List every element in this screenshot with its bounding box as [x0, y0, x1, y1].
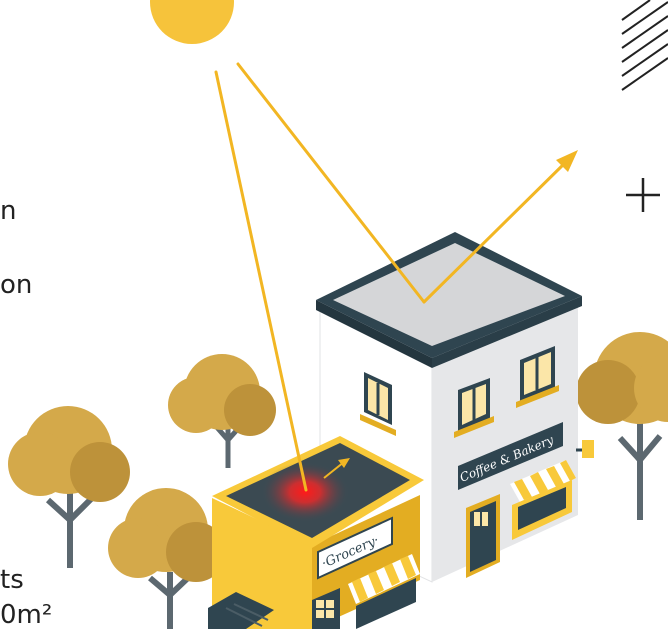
sun-icon — [150, 0, 234, 44]
text-fragment-4: 0m² — [0, 602, 52, 628]
text-fragment-3: ts — [0, 567, 24, 593]
heat-hotspot — [261, 462, 349, 522]
plus-icon — [626, 178, 660, 212]
hatch-lines-icon — [622, 0, 668, 90]
grocery-building — [208, 436, 424, 629]
tree-left-back — [168, 354, 276, 468]
tree-right-edge — [576, 332, 668, 520]
cafe-wall-lamp — [582, 440, 594, 458]
sun-ray-incoming-cafe — [238, 64, 424, 302]
text-fragment-1: n — [0, 198, 16, 224]
cafe-door — [466, 494, 500, 578]
text-fragment-2: on — [0, 272, 32, 298]
